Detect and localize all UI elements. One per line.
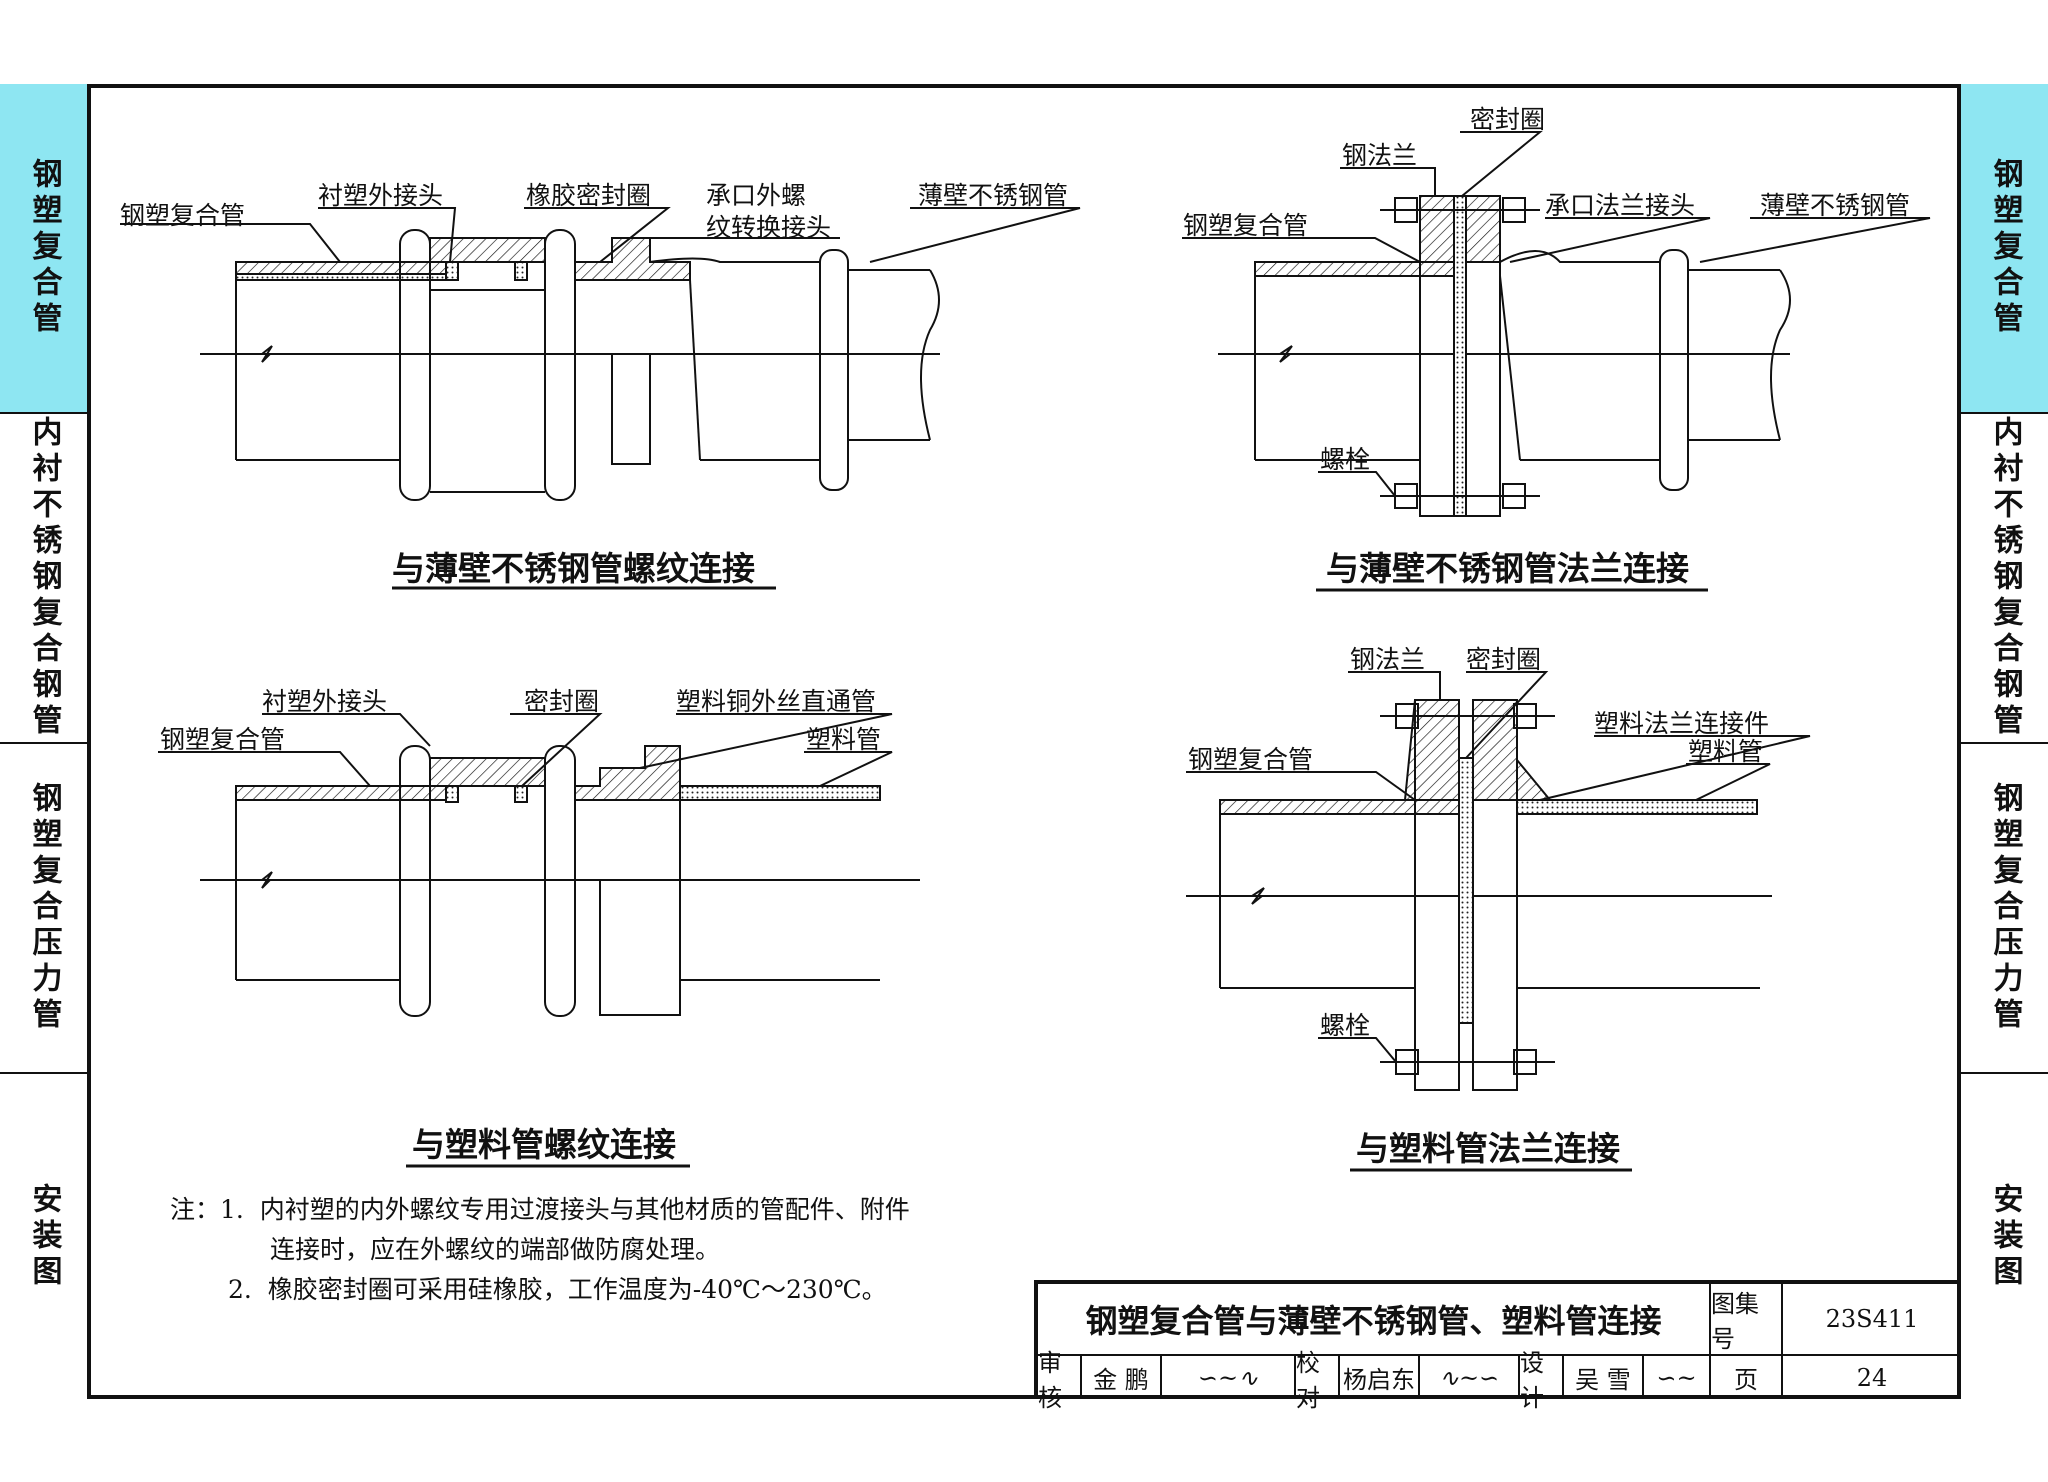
tab-label: 钢塑复合压力管: [26, 782, 62, 1034]
label-plastic-pipe: 塑料管: [806, 725, 881, 754]
tab-label: 内衬不锈钢复合钢管: [1987, 416, 2023, 740]
tab-pressure-pipe[interactable]: 钢塑复合压力管: [1961, 744, 2048, 1074]
label-outer-joint: 衬塑外接头: [318, 181, 443, 210]
label-pipe: 钢塑复合管: [160, 725, 285, 754]
check-label: 校对: [1296, 1349, 1340, 1412]
tab-label: 钢塑复合压力管: [1987, 782, 2023, 1034]
tab-label: 钢塑复合管: [1987, 158, 2023, 338]
diagram-title: 与塑料管螺纹连接: [412, 1125, 676, 1164]
diagram-title: 与薄壁不锈钢管法兰连接: [1326, 549, 1689, 588]
label-flange: 钢法兰: [1350, 645, 1425, 674]
diagram-title: 与薄壁不锈钢管螺纹连接: [392, 549, 755, 588]
page-label: 页: [1711, 1356, 1783, 1399]
title-block: 钢塑复合管与薄壁不锈钢管、塑料管连接 图集号 23S411 审核 金 鹏 ∽~∿…: [1034, 1280, 1961, 1412]
check-name: 杨启东: [1340, 1356, 1420, 1399]
notes: 注：1. 内衬塑的内外螺纹专用过渡接头与其他材质的管配件、附件 连接时，应在外螺…: [170, 1190, 910, 1310]
d3-labels: 钢塑复合管 衬塑外接头 密封圈 塑料铜外丝直通管 塑料管 与塑料管螺纹连接: [160, 687, 881, 1168]
tab-stainless-lined[interactable]: 内衬不锈钢复合钢管: [0, 414, 87, 744]
note-number: 1.: [220, 1195, 244, 1224]
label-adapter: 承口外螺: [706, 181, 806, 210]
diagram-flanged-stainless: [1182, 131, 1931, 517]
label-pipe: 钢塑复合管: [120, 201, 245, 230]
review-label: 审核: [1038, 1349, 1082, 1412]
page-number: 24: [1856, 1363, 1888, 1392]
tab-installation[interactable]: 安装图: [0, 1074, 87, 1399]
design-name: 吴 雪: [1564, 1356, 1644, 1399]
label-bolt: 螺栓: [1320, 1011, 1370, 1040]
drawing-title: 钢塑复合管与薄壁不锈钢管、塑料管连接: [1038, 1284, 1711, 1356]
label-seal: 密封圈: [524, 687, 599, 716]
diagram-flanged-plastic: [1186, 671, 1811, 1091]
review-name: 金 鹏: [1082, 1356, 1162, 1399]
tab-pressure-pipe[interactable]: 钢塑复合压力管: [0, 744, 87, 1074]
atlas-number: 23S411: [1783, 1284, 1961, 1356]
tab-stainless-lined[interactable]: 内衬不锈钢复合钢管: [1961, 414, 2048, 744]
label-bolt: 螺栓: [1320, 445, 1370, 474]
review-signature: ∽~∿: [1162, 1356, 1296, 1399]
label-outer-joint: 衬塑外接头: [262, 687, 387, 716]
note-text: 橡胶密封圈可采用硅橡胶，工作温度为-40℃～230℃。: [267, 1275, 887, 1304]
check-signature: ∿~∽: [1420, 1356, 1520, 1399]
label-socket-flange: 承口法兰接头: [1545, 191, 1695, 220]
label-stainless-pipe: 薄壁不锈钢管: [1760, 191, 1910, 220]
tab-steel-plastic-composite[interactable]: 钢塑复合管: [1961, 84, 2048, 414]
label-pipe: 钢塑复合管: [1183, 211, 1308, 240]
tab-label: 安装图: [26, 1182, 62, 1291]
label-seal: 密封圈: [1466, 645, 1541, 674]
design-label: 设计: [1520, 1349, 1564, 1412]
drawing-frame: [87, 84, 1961, 1399]
right-category-tabs: 钢塑复合管 内衬不锈钢复合钢管 钢塑复合压力管 安装图: [1961, 84, 2048, 1399]
design-signature: ∽~: [1644, 1356, 1711, 1399]
tab-label: 钢塑复合管: [26, 158, 62, 338]
d1-labels: 钢塑复合管 衬塑外接头 橡胶密封圈 承口外螺 纹转换接头 薄壁不锈钢管 与薄壁不…: [120, 181, 1068, 590]
diagram-title: 与塑料管法兰连接: [1356, 1129, 1620, 1168]
tab-label: 内衬不锈钢复合钢管: [26, 416, 62, 740]
label-pipe: 钢塑复合管: [1188, 745, 1313, 774]
atlas-label: 图集号: [1711, 1284, 1783, 1356]
diagram-threaded-stainless: [120, 207, 1081, 501]
label-adapter: 纹转换接头: [706, 213, 831, 242]
label-straight-fitting: 塑料铜外丝直通管: [676, 687, 876, 716]
d4-labels: 钢塑复合管 钢法兰 密封圈 塑料法兰连接件 塑料管 螺栓 与塑料管法兰连接: [1188, 645, 1769, 1172]
note-number: 2.: [228, 1275, 252, 1304]
label-stainless-pipe: 薄壁不锈钢管: [918, 181, 1068, 210]
label-seal: 密封圈: [1470, 105, 1545, 134]
diagram-threaded-plastic: [158, 713, 920, 1017]
label-seal: 橡胶密封圈: [526, 181, 651, 210]
d2-labels: 钢塑复合管 钢法兰 密封圈 承口法兰接头 薄壁不锈钢管 螺栓 与薄壁不锈钢管法兰…: [1183, 105, 1910, 592]
left-category-tabs: 钢塑复合管 内衬不锈钢复合钢管 钢塑复合压力管 安装图: [0, 84, 87, 1399]
tab-installation[interactable]: 安装图: [1961, 1074, 2048, 1399]
notes-prefix: 注：: [170, 1195, 221, 1224]
tab-steel-plastic-composite[interactable]: 钢塑复合管: [0, 84, 87, 414]
note-text: 内衬塑的内外螺纹专用过渡接头与其他材质的管配件、附件: [259, 1195, 910, 1224]
label-plastic-flange: 塑料法兰连接件: [1594, 709, 1769, 738]
label-flange: 钢法兰: [1342, 141, 1417, 170]
label-plastic-pipe: 塑料管: [1688, 737, 1763, 766]
note-text: 连接时，应在外螺纹的端部做防腐处理。: [270, 1235, 721, 1264]
tab-label: 安装图: [1987, 1182, 2023, 1291]
